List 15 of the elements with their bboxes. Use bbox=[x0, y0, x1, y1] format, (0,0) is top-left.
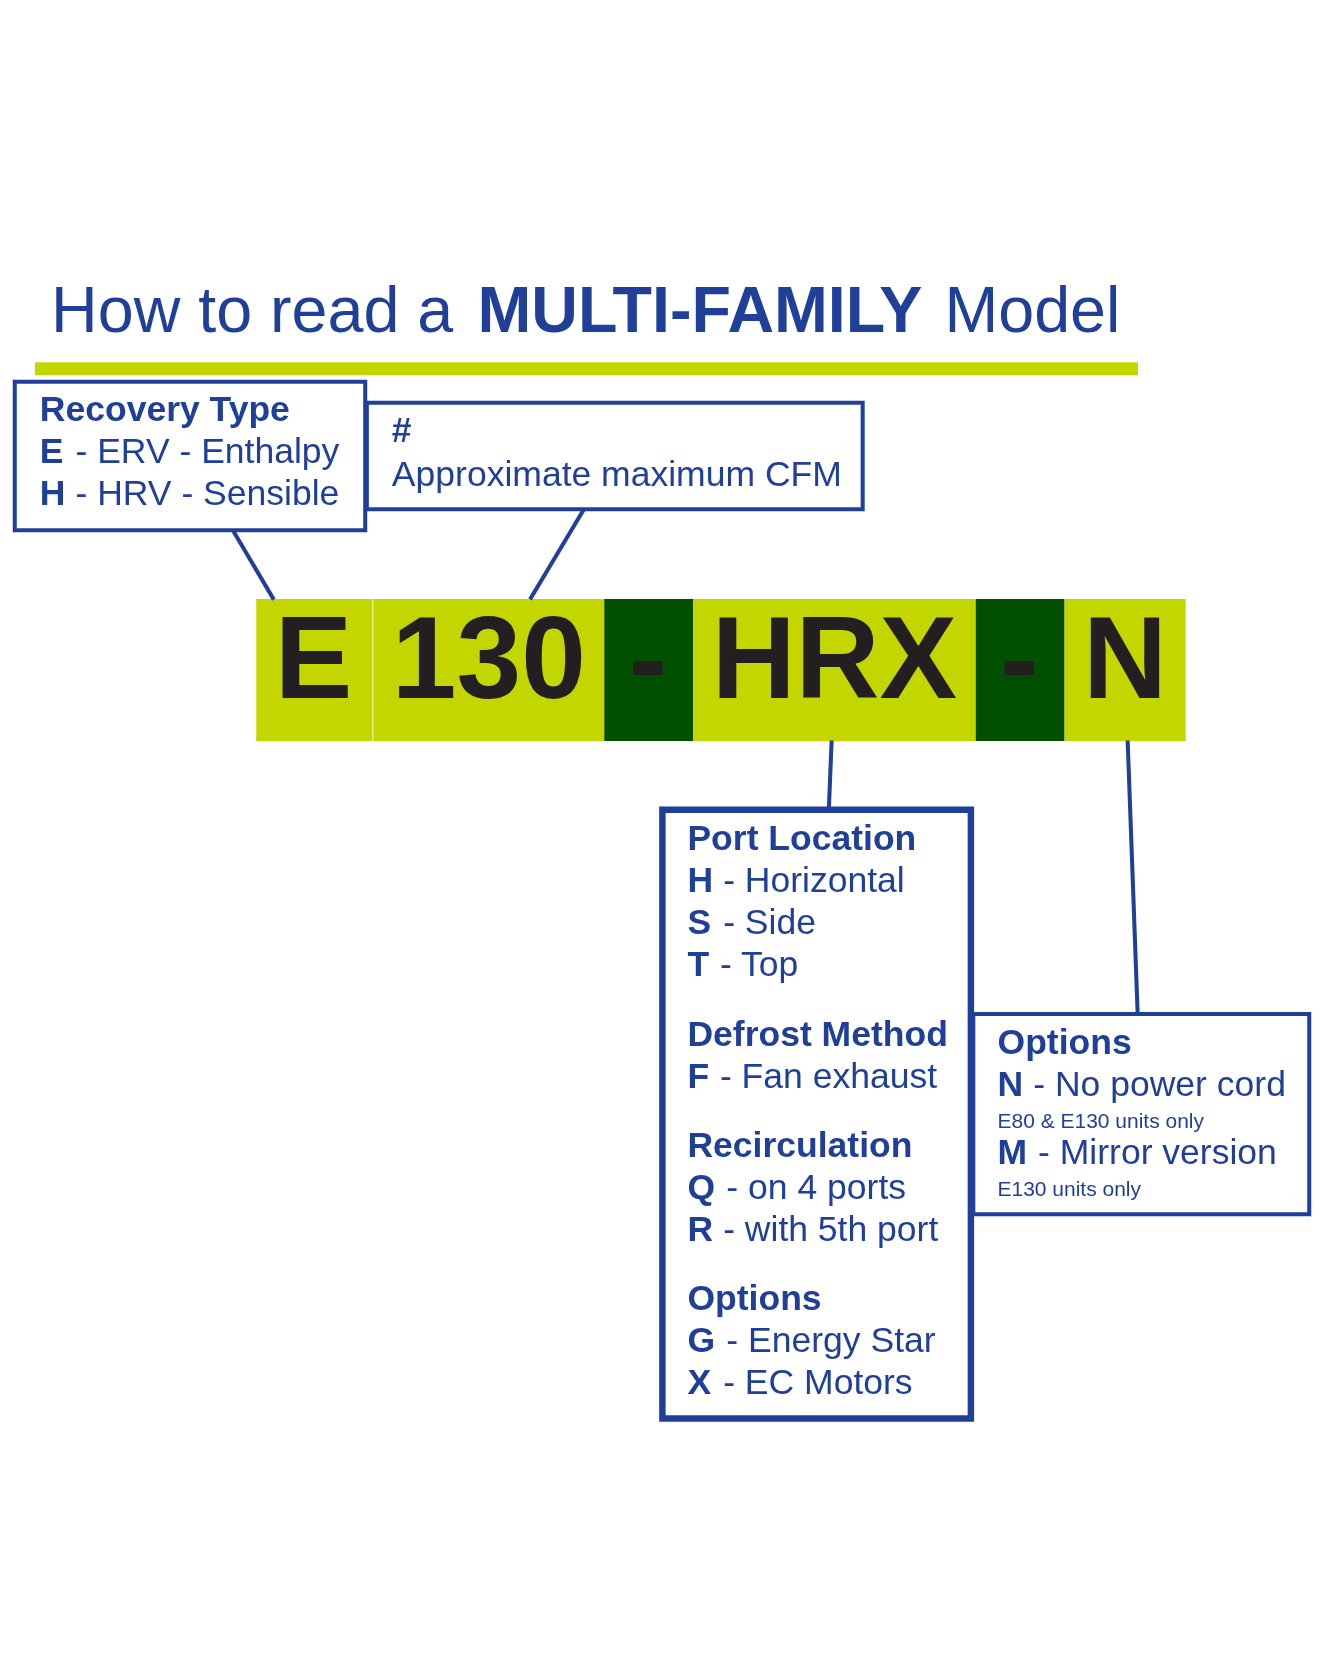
node-box: E bbox=[256, 598, 373, 741]
node-box: HRX bbox=[693, 598, 976, 741]
connector bbox=[1125, 740, 1140, 1014]
connector bbox=[231, 529, 276, 601]
node-box: - bbox=[975, 598, 1065, 741]
node-box: # Approximate maximum CFM bbox=[364, 400, 865, 512]
connector bbox=[826, 740, 834, 810]
connector bbox=[528, 508, 586, 601]
node-box: Recovery Type E - ERV - Enthalpy H - HRV - Sensible bbox=[12, 379, 368, 533]
diagram-title: How to read a MULTI-FAMILY Model bbox=[51, 273, 1121, 346]
node-box: Port Location H - Horizontal S - Side T - Top Defrost Method F - Fan exhaust Recirculation Q - on 4 ports R - with 5th port Options G - Energy Star X - EC Motors bbox=[659, 806, 975, 1422]
node-box: 130 bbox=[373, 598, 605, 741]
node-box: - bbox=[604, 598, 694, 741]
node-box: N bbox=[1064, 598, 1186, 741]
node-box: Options N - No power cord E80 & E130 units only M - Mirror version E130 units only bbox=[971, 1011, 1312, 1217]
